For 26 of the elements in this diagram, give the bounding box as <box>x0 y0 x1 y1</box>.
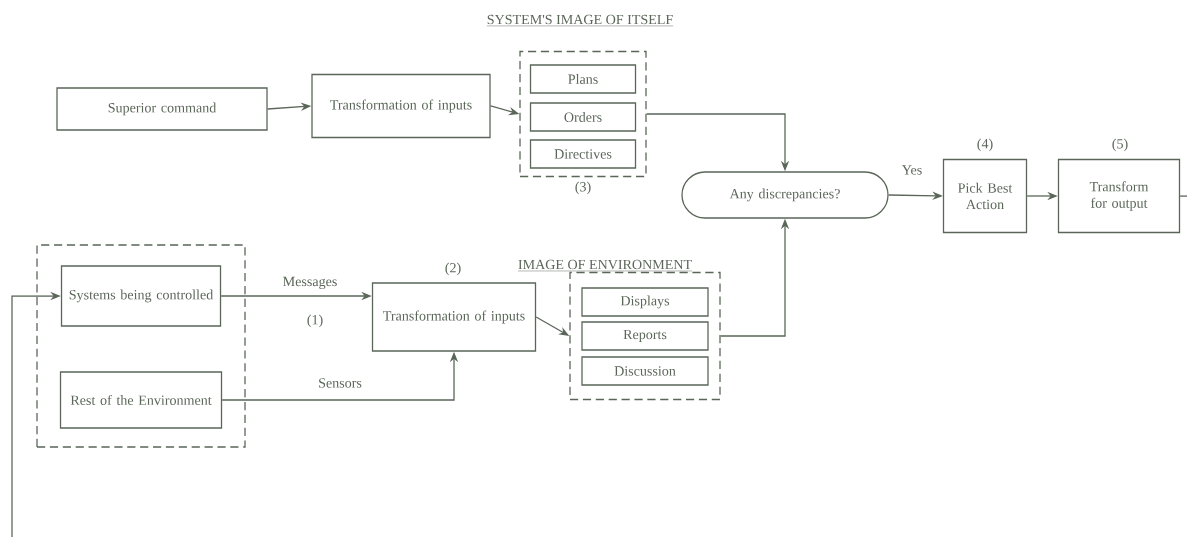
section-heading: IMAGE OF ENVIRONMENT <box>517 259 693 272</box>
process-box: Reports <box>581 321 709 351</box>
decision-box: Any discrepancies? <box>681 171 889 219</box>
step-number: (2) <box>445 262 461 276</box>
step-number: (3) <box>575 181 591 195</box>
process-box: Superior command <box>56 87 268 131</box>
process-box: Systems being controlled <box>60 265 222 327</box>
process-box: Plans <box>529 64 637 94</box>
step-number: (5) <box>1112 138 1128 152</box>
process-box: Discussion <box>581 356 709 386</box>
process-box: Directives <box>529 139 637 169</box>
step-number: (4) <box>977 138 993 152</box>
process-box: Transformation of inputs <box>311 73 491 139</box>
edge-label: Messages <box>281 275 339 291</box>
process-box: Transform for output <box>1057 158 1181 234</box>
process-box: Orders <box>529 102 637 132</box>
group-box <box>36 244 246 448</box>
process-box: Transformation of inputs <box>371 282 537 352</box>
edge-label: Yes <box>900 164 924 176</box>
process-box: Pick Best Action <box>942 158 1028 234</box>
edge-label: Sensors <box>316 377 364 389</box>
section-heading: SYSTEM'S IMAGE OF ITSELF <box>486 14 674 27</box>
group-box <box>569 271 721 401</box>
step-number: (1) <box>307 314 323 328</box>
process-box: Rest of the Environment <box>59 371 223 429</box>
process-box: Displays <box>581 287 709 317</box>
